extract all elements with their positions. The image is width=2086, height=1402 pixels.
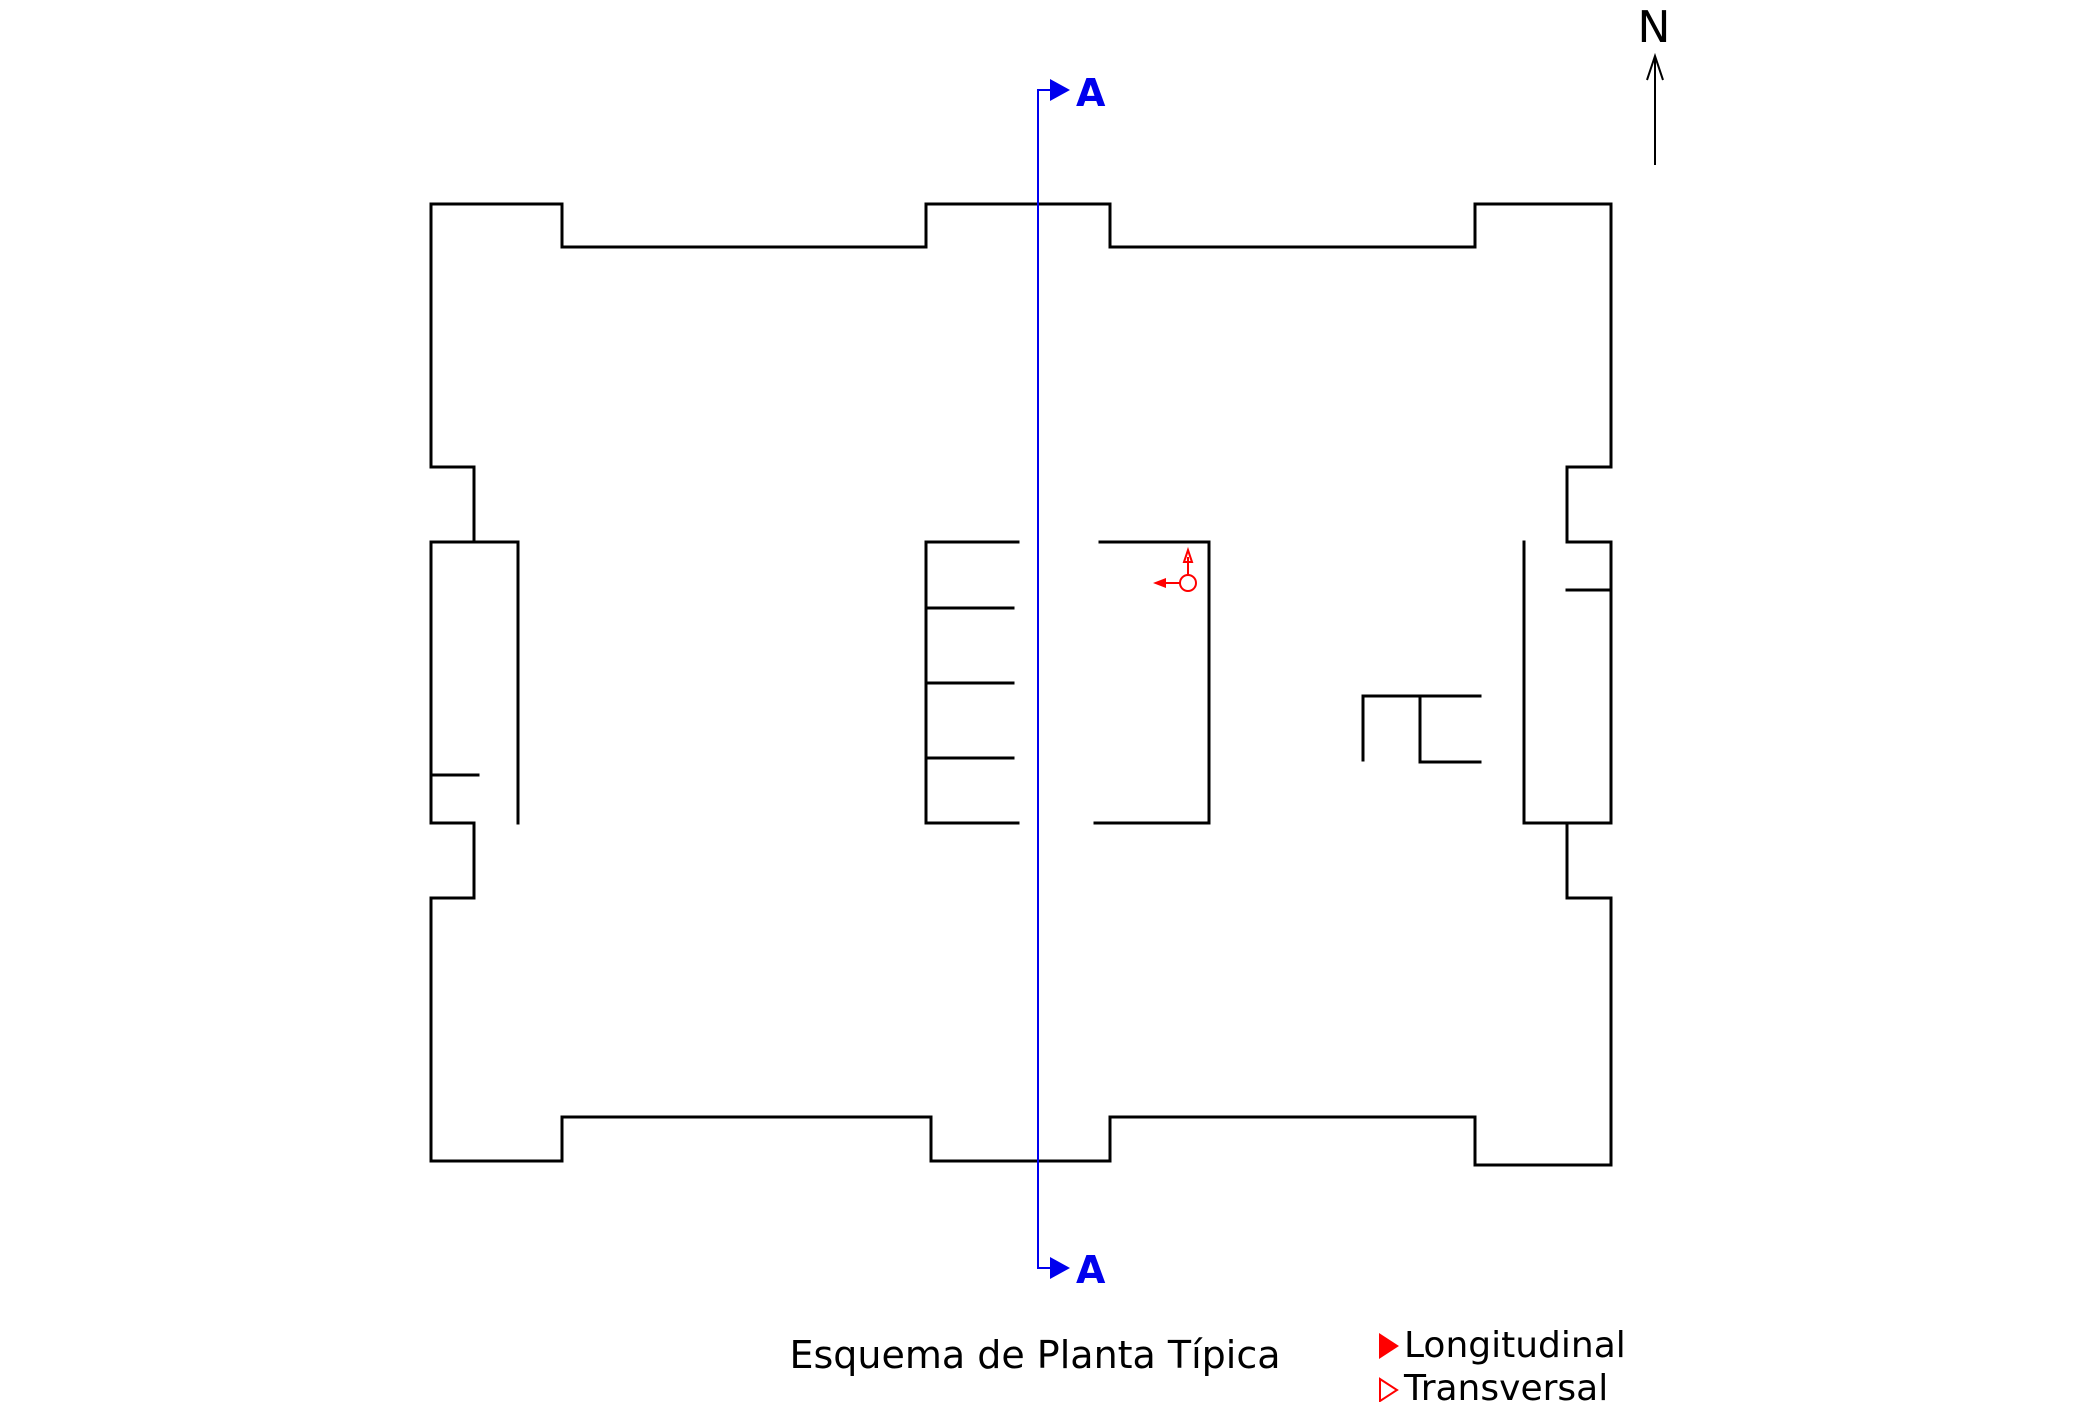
legend-item-longitudinal: Longitudinal <box>1404 1325 1626 1366</box>
sensor-axes-icon <box>1153 546 1197 592</box>
central-room-wall <box>1093 540 1211 825</box>
diagram-caption: Esquema de Planta Típica <box>789 1333 1280 1377</box>
section-line-a: A A <box>1037 71 1106 1292</box>
left-core <box>429 540 520 825</box>
section-bottom-arrow-icon <box>1050 1257 1070 1279</box>
right-interior-partition-2 <box>1418 694 1482 764</box>
section-bottom-label: A <box>1076 1248 1106 1292</box>
section-top-arrow-icon <box>1050 79 1070 101</box>
outline-triangle-icon <box>1379 1377 1399 1402</box>
north-label: N <box>1638 2 1671 53</box>
north-arrowhead-icon <box>1646 52 1664 82</box>
building-outline <box>429 202 1613 1167</box>
outer-wall <box>429 202 1613 1167</box>
right-interior-partition <box>1361 694 1482 762</box>
right-core <box>1361 540 1613 825</box>
filled-triangle-icon <box>1379 1333 1399 1359</box>
section-cut-line <box>1037 89 1052 1269</box>
north-arrow: N <box>1638 2 1671 165</box>
section-top-label: A <box>1076 71 1106 115</box>
central-core <box>924 540 1211 825</box>
legend: Longitudinal Transversal <box>1379 1325 1626 1402</box>
legend-item-transversal: Transversal <box>1403 1368 1608 1402</box>
